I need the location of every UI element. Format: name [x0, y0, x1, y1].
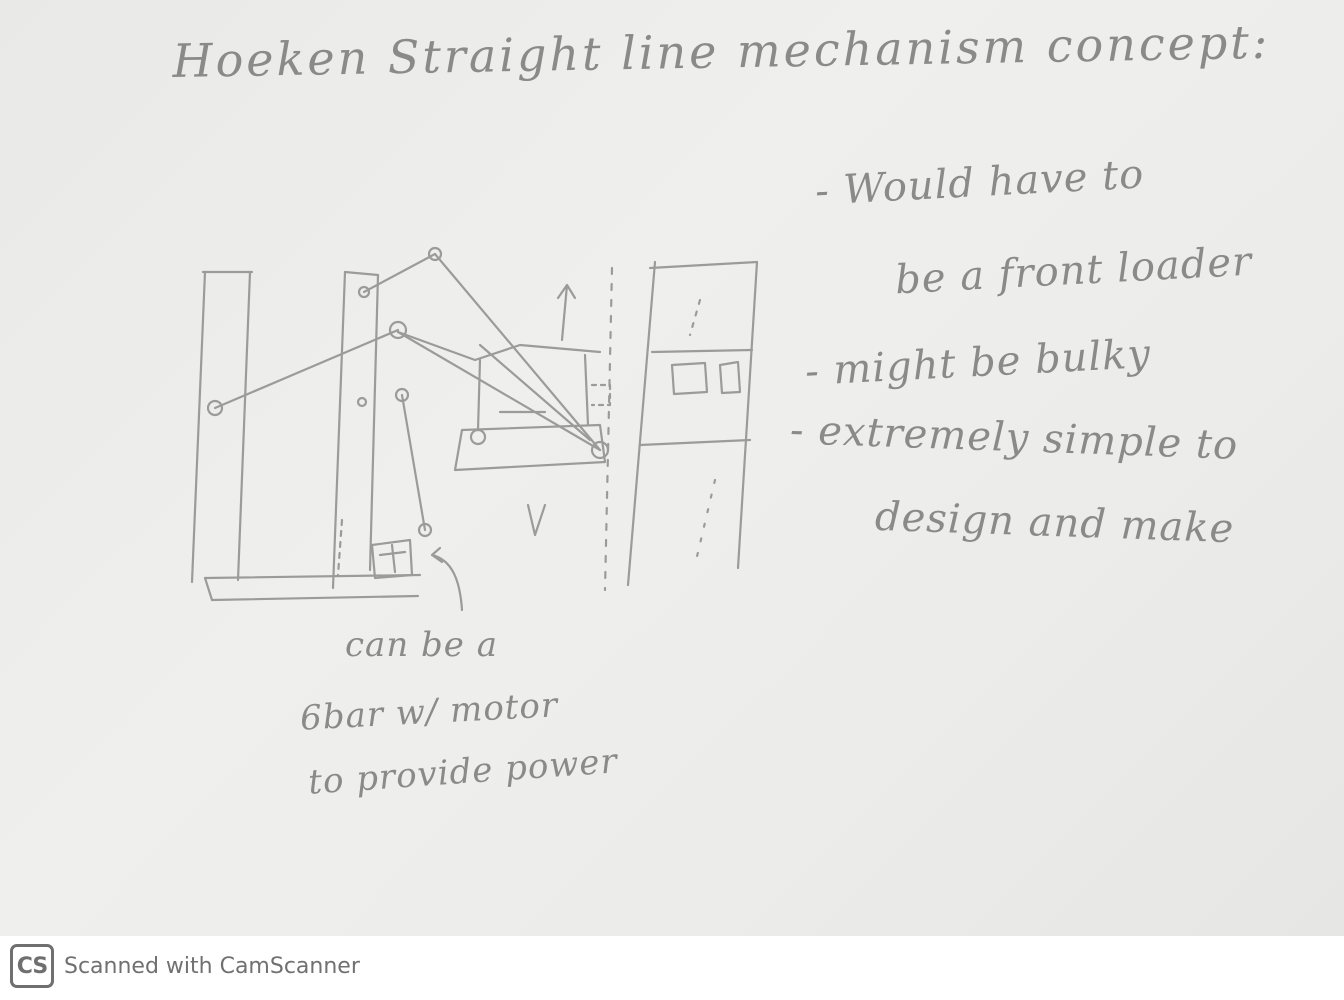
machine-shelf-1	[650, 348, 754, 354]
machine-left-wall	[626, 260, 657, 587]
platform	[453, 423, 607, 472]
frame-inner-post	[236, 270, 252, 582]
camscanner-label: Scanned with CamScanner	[64, 954, 360, 979]
pivot-4	[427, 246, 443, 262]
down-arrow	[526, 503, 547, 537]
paper-sheet: Hoeken Straight line mechanism concept:	[0, 0, 1344, 936]
pivot-8	[469, 428, 487, 446]
upper-diag	[478, 343, 592, 442]
frame-center-post-2	[368, 273, 380, 572]
machine-shelf-2	[638, 438, 752, 447]
crank-link	[213, 328, 400, 410]
camscanner-footer: CS Scanned with CamScanner	[0, 936, 1344, 1000]
pivot-6	[394, 387, 410, 403]
mechanism-sketch	[190, 246, 759, 612]
pivot-1	[206, 399, 224, 417]
base-bar-2	[210, 594, 420, 602]
pivot-7	[417, 522, 433, 538]
machine-top	[648, 260, 759, 270]
drive-link	[400, 393, 427, 532]
pivot-5	[356, 396, 368, 408]
frame-center-post	[331, 270, 347, 590]
machine-dashed-edge	[603, 266, 614, 592]
base-bar-end	[203, 576, 214, 602]
coupler-link-top	[433, 252, 602, 452]
pivot-2	[357, 285, 371, 299]
frame-left-post	[190, 270, 207, 584]
sketch-caption-line-1: can be a	[345, 625, 498, 665]
frame-center-top	[343, 270, 380, 277]
base-bar	[203, 573, 422, 580]
pivot-3	[388, 320, 408, 340]
machine-right-wall	[736, 260, 759, 570]
rocker-link	[362, 252, 437, 294]
camscanner-logo-icon: CS	[10, 944, 54, 988]
machine-window	[670, 361, 709, 396]
motor-box	[370, 538, 414, 580]
side-link	[396, 330, 602, 362]
pointer-arrow	[430, 546, 464, 612]
up-arrow	[556, 283, 577, 342]
coupler-link-long	[396, 330, 602, 452]
